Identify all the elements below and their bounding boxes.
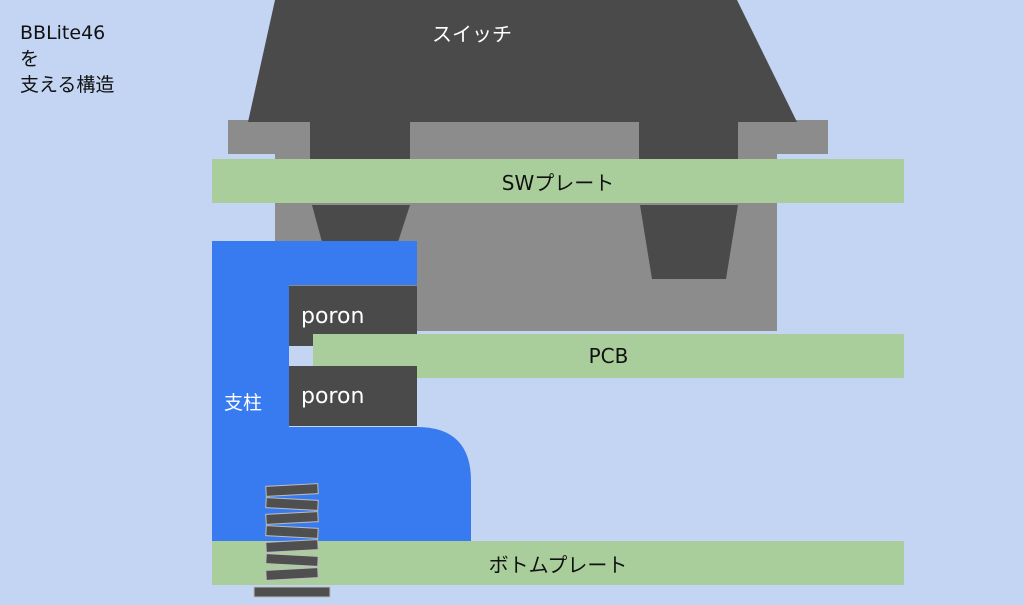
bottom-plate-label: ボトムプレート	[488, 552, 628, 577]
screw-threads	[253, 483, 331, 598]
screw-thread	[265, 497, 319, 511]
switch-right-pin	[640, 205, 738, 279]
screw-thread	[265, 553, 319, 567]
switch-left-leg-upper	[310, 122, 410, 160]
caption-line-3: 支える構造	[20, 74, 115, 96]
screw-head	[253, 586, 331, 598]
poron-bottom: poron	[289, 366, 417, 426]
screw-thread	[265, 511, 319, 525]
switch-left-tab	[228, 120, 310, 154]
switch-left-pin	[312, 205, 410, 242]
switch-label: スイッチ	[432, 22, 512, 46]
bottom-plate: ボトムプレート	[212, 541, 904, 585]
pcb-label: PCB	[588, 344, 629, 368]
diagram-caption: BBLite46 を 支える構造	[20, 20, 114, 98]
screw-thread	[265, 567, 319, 581]
screw-thread	[265, 483, 319, 497]
poron-top-label: poron	[301, 303, 365, 329]
sw-plate-label: SWプレート	[501, 170, 615, 195]
screw-thread	[265, 539, 319, 553]
switch-top-shape	[248, 0, 797, 122]
caption-line-2: を	[20, 48, 40, 70]
switch-right-leg-upper	[639, 122, 738, 160]
sw-plate: SWプレート	[212, 159, 904, 203]
switch-right-tab	[738, 120, 828, 154]
caption-line-1: BBLite46	[20, 22, 106, 44]
screw-thread	[265, 525, 319, 539]
pillar-label: 支柱	[224, 392, 263, 414]
poron-bottom-label: poron	[301, 383, 365, 409]
pillar-shape	[212, 241, 471, 541]
